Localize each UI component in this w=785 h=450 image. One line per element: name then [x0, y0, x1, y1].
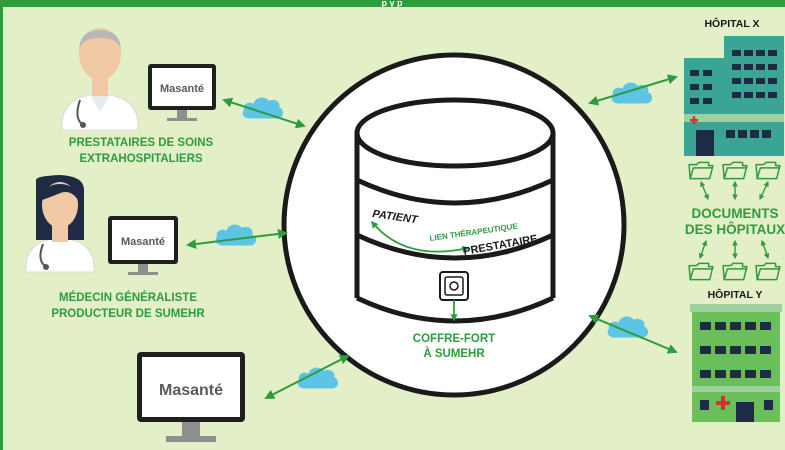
- folder-arrows-top: [700, 180, 769, 201]
- hospital-y-label: HÔPITAL Y: [708, 288, 763, 301]
- hospital-x-icon: [684, 36, 784, 156]
- left-edge: [0, 7, 3, 450]
- screen-logo-provider: Masanté: [160, 83, 204, 95]
- male-doctor-icon: [61, 28, 139, 131]
- connector-gp: [186, 229, 288, 249]
- connector-provider: [222, 97, 306, 129]
- female-doctor-icon: [25, 175, 95, 273]
- connector-patient: [264, 355, 350, 399]
- provider-label-line2: EXTRAHOSPITALIERS: [79, 153, 202, 165]
- monitor-icon-gp: Masanté: [108, 216, 178, 275]
- safe-icon: [439, 271, 469, 322]
- connector-hospital-x: [588, 74, 678, 106]
- header-band: [0, 0, 785, 7]
- gp-label-line2: PRODUCTEUR DE SUMEHR: [51, 308, 205, 320]
- screen-logo-gp: Masanté: [121, 236, 165, 248]
- folder-arrows-bottom: [698, 239, 770, 260]
- monitor-icon-patient: Masanté: [137, 352, 245, 442]
- hospital-x-label: HÔPITAL X: [704, 17, 759, 30]
- therapeutic-link-arrow: [371, 220, 470, 253]
- documents-label-line2: DES HÔPITAUX: [685, 222, 785, 237]
- connector-hospital-y: [588, 314, 678, 354]
- gp-label-line1: MÉDECIN GÉNÉRALISTE: [59, 291, 197, 304]
- provider-label-line1: PRESTATAIRES DE SOINS: [69, 137, 214, 149]
- monitor-icon-provider: Masanté: [148, 64, 216, 121]
- hospital-y-icon: [690, 304, 782, 422]
- screen-logo-patient: Masanté: [159, 382, 223, 399]
- header-title: p y p: [381, 0, 403, 8]
- vault-label-line2: À SUMEHR: [423, 347, 485, 360]
- vault-label-line1: COFFRE-FORT: [413, 333, 495, 345]
- documents-label-line1: DOCUMENTS: [692, 206, 779, 221]
